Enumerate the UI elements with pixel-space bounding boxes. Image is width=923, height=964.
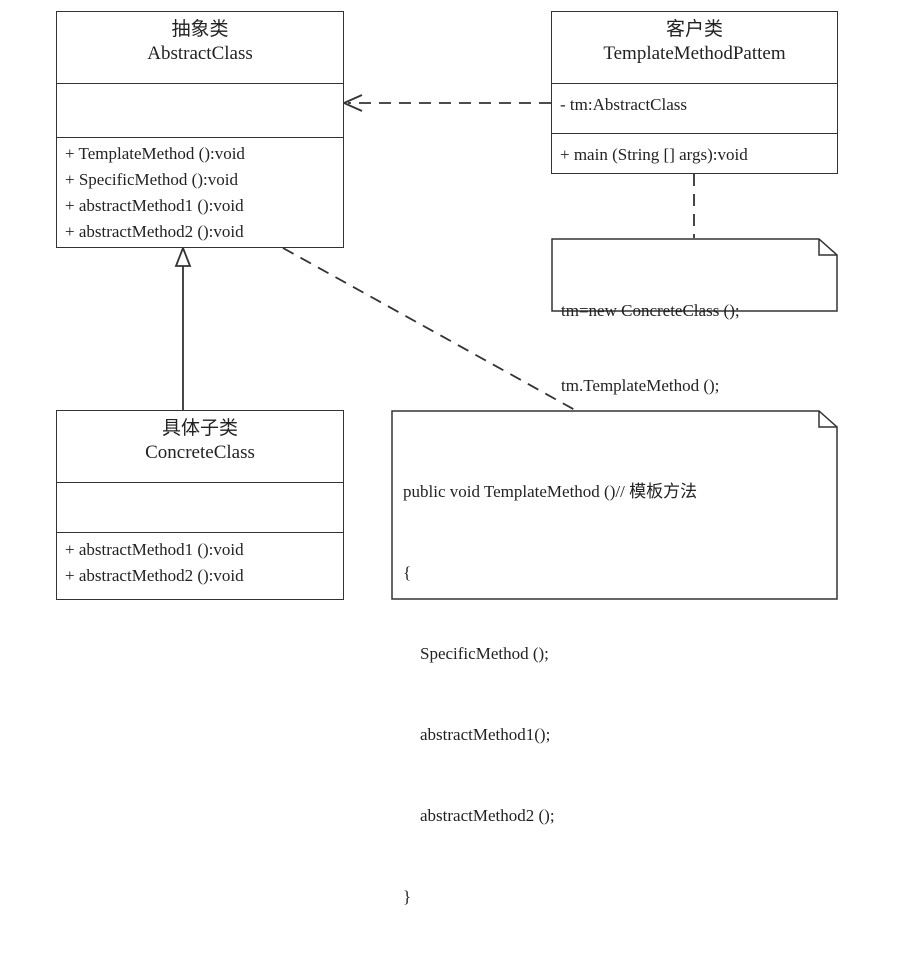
template-method-note: public void TemplateMethod ()// 模板方法 { S… — [391, 410, 838, 906]
method-row: + abstractMethod2 ():void — [65, 566, 244, 585]
concrete-class-cn-name: 具体子类 — [161, 418, 238, 439]
note-line: { — [403, 563, 412, 582]
note-line: abstractMethod1(); — [403, 725, 551, 744]
method-row: + main (String [] args):void — [560, 145, 748, 164]
method-row: + abstractMethod1 ():void — [65, 196, 244, 215]
abstract-class-attributes — [57, 84, 343, 138]
concrete-class-box: 具体子类 ConcreteClass + abstractMethod1 ():… — [56, 410, 344, 600]
client-class-methods: + main (String [] args):void — [552, 134, 837, 168]
note-shape — [551, 238, 838, 312]
generalization-arrowhead — [174, 245, 192, 267]
note-line: abstractMethod2 (); — [403, 806, 555, 825]
concrete-class-attributes — [57, 483, 343, 533]
client-class-attributes: - tm:AbstractClass — [552, 84, 837, 134]
client-class-header: 客户类 TemplateMethodPattem — [552, 12, 837, 84]
note-line: SpecificMethod (); — [403, 644, 549, 663]
concrete-class-methods: + abstractMethod1 ():void + abstractMeth… — [57, 533, 343, 589]
method-row: + SpecificMethod ():void — [65, 170, 238, 189]
abstract-class-cn-name: 抽象类 — [171, 19, 229, 40]
method-row: + abstractMethod1 ():void — [65, 540, 244, 559]
note-line: } — [403, 887, 412, 906]
dependency-arrowhead — [341, 94, 363, 112]
client-class-name: TemplateMethodPattem — [603, 43, 786, 64]
method-row: + TemplateMethod ():void — [65, 144, 245, 163]
connector-layer — [174, 94, 695, 411]
abstract-class-name: AbstractClass — [147, 43, 253, 64]
note-line: tm=new ConcreteClass (); — [561, 301, 740, 320]
client-class-box: 客户类 TemplateMethodPattem - tm:AbstractCl… — [551, 11, 838, 174]
method-row: + abstractMethod2 ():void — [65, 222, 244, 241]
abstract-class-methods: + TemplateMethod ():void + SpecificMetho… — [57, 138, 343, 245]
attribute-row: - tm:AbstractClass — [560, 95, 688, 114]
note-shape — [391, 410, 838, 600]
note-line: tm.TemplateMethod (); — [561, 376, 720, 395]
concrete-class-header: 具体子类 ConcreteClass — [57, 411, 343, 483]
note-line: public void TemplateMethod ()// 模板方法 — [403, 482, 698, 501]
abstract-class-header: 抽象类 AbstractClass — [57, 12, 343, 84]
client-note: tm=new ConcreteClass (); tm.TemplateMeth… — [551, 238, 838, 395]
concrete-class-name: ConcreteClass — [145, 442, 255, 463]
abstract-class-box: 抽象类 AbstractClass + TemplateMethod ():vo… — [56, 11, 344, 248]
template-note-anchor-line — [282, 247, 576, 411]
client-class-cn-name: 客户类 — [665, 19, 723, 40]
